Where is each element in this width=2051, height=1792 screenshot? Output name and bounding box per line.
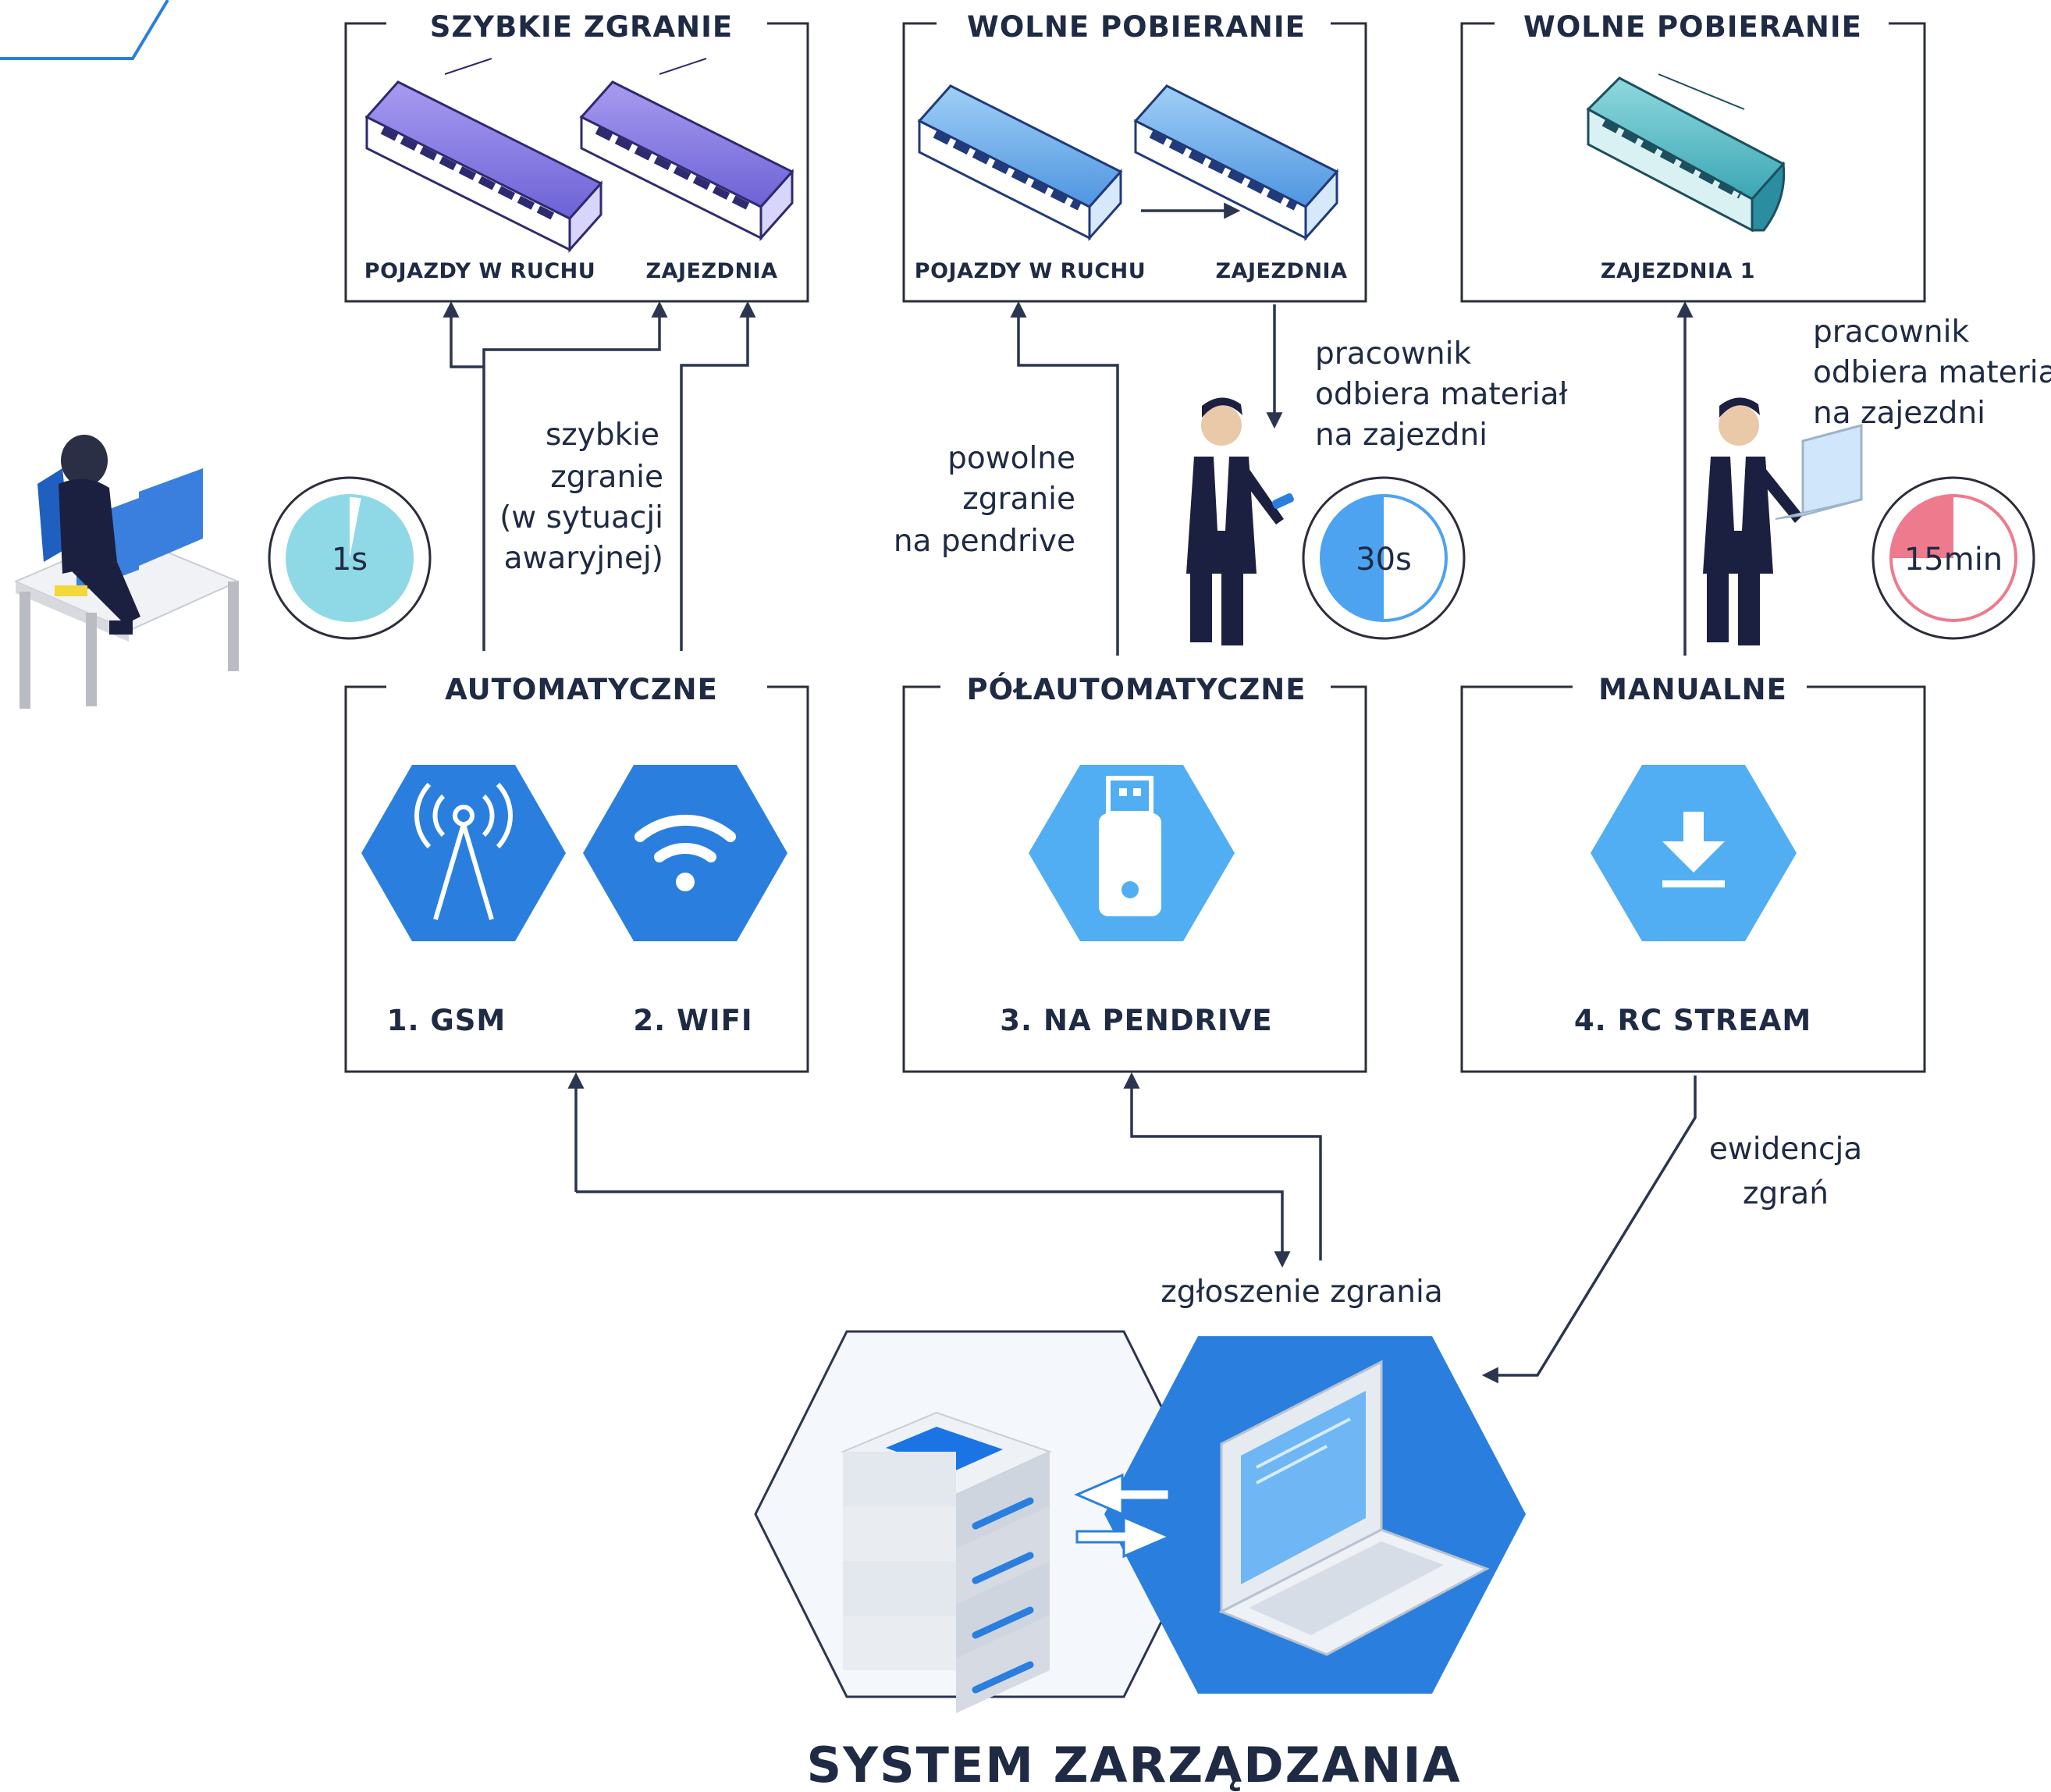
box-title: WOLNE POBIERANIE — [1523, 10, 1862, 44]
corner-accent — [0, 0, 169, 60]
download-icon — [1591, 765, 1797, 941]
note-line: na zajezdni — [1315, 418, 1488, 453]
timer-fill — [287, 496, 413, 620]
note-line: odbiera materiał — [1813, 355, 2051, 390]
tram-illustration — [364, 58, 603, 253]
box-title: PÓŁAUTOMATYCZNE — [966, 672, 1306, 706]
note-line: pracownik — [1813, 315, 1969, 350]
box-manual: MANUALNE 4. RC STREAM — [1460, 673, 1926, 1073]
note-line: powolne — [947, 441, 1075, 476]
box-slow-download: WOLNE POBIERANIE POJAZDY W RUCHU ZAJEZDN… — [902, 10, 1367, 303]
timer-dial: 1s — [268, 476, 432, 640]
system-title: SYSTEM ZARZĄDZANIA — [806, 1737, 1461, 1792]
method-pendrive-label: 3. NA PENDRIVE — [1000, 1004, 1272, 1037]
timer-fill — [1891, 496, 1953, 558]
wifi-icon — [583, 765, 787, 941]
note-slow-sync: powolne zgranie na pendrive — [894, 441, 1075, 559]
method-gsm-label: 1. GSM — [387, 1004, 507, 1037]
timer-fill — [1321, 496, 1384, 620]
box-automatic: AUTOMATYCZNE 1. GSM 2. WIFI — [344, 673, 809, 1073]
box-slow-download-depot: WOLNE POBIERANIE ZAJEZDNIA 1 — [1460, 10, 1926, 303]
tram-illustration — [1586, 73, 1786, 233]
note-line: ewidencja — [1709, 1132, 1862, 1167]
box-title: SZYBKIE ZGRANIE — [430, 10, 733, 44]
box-semi-automatic: PÓŁAUTOMATYCZNE 3. NA PENDRIVE — [902, 672, 1367, 1073]
box-title: AUTOMATYCZNE — [445, 673, 718, 706]
timer-dial: 30s — [1302, 476, 1466, 640]
note-worker-1: pracownik odbiera materiał na zajezdni — [1315, 336, 1568, 453]
usb-drive-icon — [1029, 765, 1235, 941]
box-label-vehicles: POJAZDY W RUCHU — [915, 259, 1146, 283]
connectors — [443, 300, 1697, 1384]
note-line: pracownik — [1315, 336, 1471, 372]
box-label-depot: ZAJEZDNIA — [1216, 259, 1348, 283]
note-line: na zajezdni — [1813, 396, 1985, 431]
note-line: zgranie — [962, 482, 1075, 517]
tram-illustration — [917, 84, 1123, 241]
note-sync-log: ewidencja zgrań — [1709, 1132, 1862, 1211]
note-line: odbiera materiał — [1315, 377, 1568, 412]
laptop-icon — [1104, 1336, 1526, 1694]
timer-label: 30s — [1356, 542, 1412, 578]
timer-label: 15min — [1904, 542, 2003, 578]
person-at-desk-icon — [13, 435, 240, 709]
note-line: zgrań — [1743, 1176, 1829, 1211]
box-label-depot: ZAJEZDNIA — [646, 259, 778, 283]
note-line: (w sytuacji — [499, 500, 663, 535]
note-line: awaryjnej) — [504, 541, 663, 576]
server-icon — [754, 1330, 1217, 1713]
timer-label: 1s — [332, 542, 368, 578]
note-line: na pendrive — [894, 524, 1075, 559]
box-title: MANUALNE — [1598, 673, 1787, 706]
tram-illustration — [1133, 84, 1339, 241]
timers: 1s 30s 15min — [268, 476, 2035, 640]
note-line: zgranie — [550, 460, 663, 495]
note-worker-2: pracownik odbiera materiał na zajezdni — [1813, 315, 2051, 431]
worker-with-usb-icon — [1186, 397, 1294, 645]
timer-dial: 15min — [1871, 476, 2035, 640]
box-label-depot: ZAJEZDNIA 1 — [1601, 259, 1755, 283]
box-fast-sync: SZYBKIE ZGRANIE POJAZDY W RUCHU ZAJEZDNI… — [344, 10, 809, 303]
note-line: szybkie — [546, 418, 659, 453]
note-fast-sync: szybkie zgranie (w sytuacji awaryjnej) — [499, 418, 663, 576]
tram-illustration — [579, 58, 794, 241]
box-label-vehicles: POJAZDY W RUCHU — [364, 259, 595, 283]
antenna-icon — [361, 765, 566, 941]
box-title: WOLNE POBIERANIE — [967, 10, 1306, 44]
method-wifi-label: 2. WIFI — [633, 1004, 752, 1037]
worker-with-laptop-icon — [1703, 397, 1863, 645]
note-sync-request: zgłoszenie zgrania — [1161, 1275, 1443, 1310]
sync-arrows-icon — [1074, 1473, 1172, 1559]
method-rcstream-label: 4. RC STREAM — [1574, 1004, 1811, 1037]
